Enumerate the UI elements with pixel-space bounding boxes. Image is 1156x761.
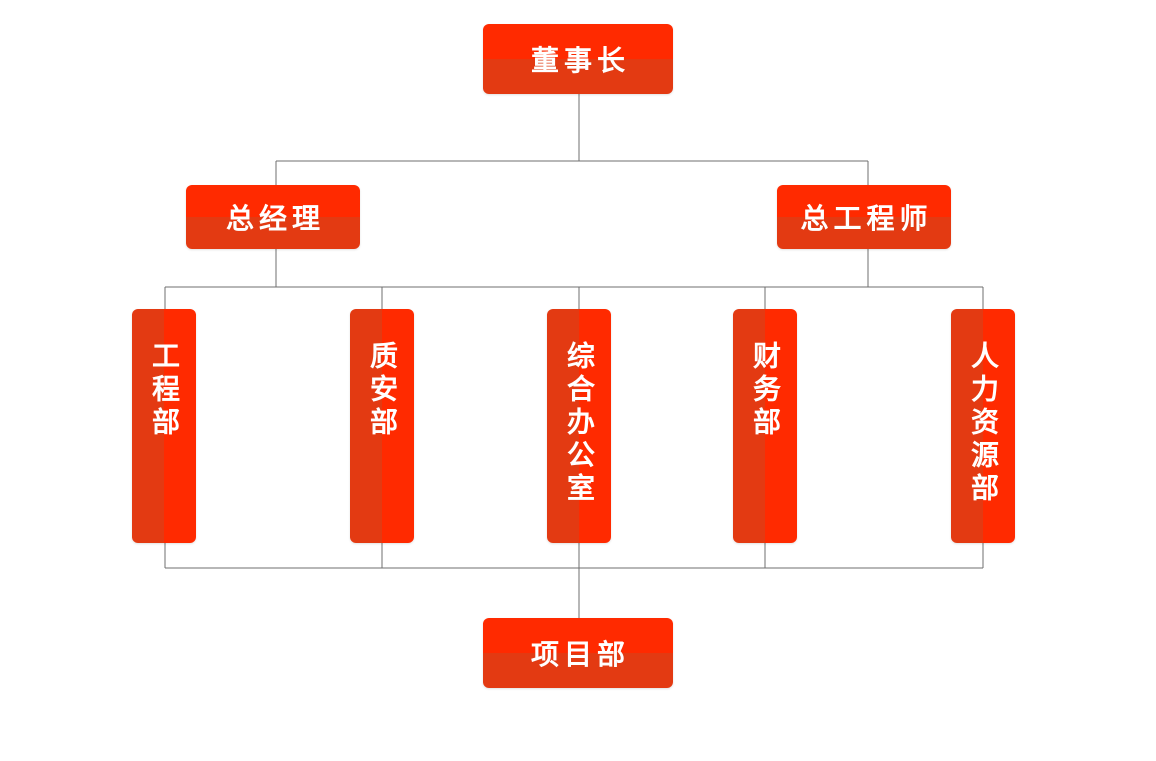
department-label: 工程部	[148, 341, 181, 440]
node-project: 项目部	[483, 618, 673, 688]
node-chief-engineer: 总工程师	[777, 185, 951, 249]
department-label: 质安部	[366, 341, 399, 440]
node-department-engineering: 工程部	[132, 309, 196, 543]
node-chairman-label: 董事长	[530, 44, 630, 77]
node-department-human-resources: 人力资源部	[951, 309, 1015, 543]
node-general-manager: 总经理	[186, 185, 360, 249]
node-chief-engineer-label: 总工程师	[800, 202, 933, 235]
node-department-finance: 财务部	[733, 309, 797, 543]
department-label: 财务部	[749, 341, 782, 440]
node-project-label: 项目部	[530, 638, 630, 671]
node-chairman: 董事长	[483, 24, 673, 94]
department-label: 人力资源部	[967, 341, 1000, 506]
department-label: 综合办公室	[563, 341, 596, 506]
node-department-general-office: 综合办公室	[547, 309, 611, 543]
node-department-quality-safety: 质安部	[350, 309, 414, 543]
node-general-manager-label: 总经理	[225, 202, 325, 235]
